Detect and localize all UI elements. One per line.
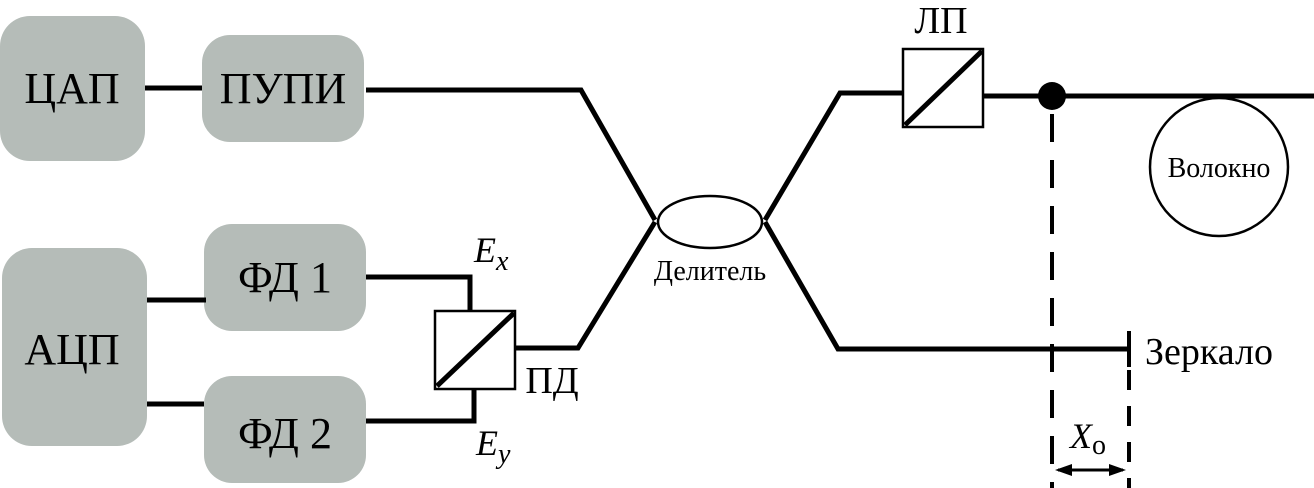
adc-block: АЦП (2, 248, 147, 446)
fiber-coil (1148, 96, 1290, 238)
x0-dimension-arrow (1055, 464, 1126, 476)
ey-fiber (366, 388, 477, 424)
x0-arrow-left-icon (1055, 464, 1072, 476)
linear-polarizer (901, 47, 985, 129)
adc-label: АЦП (24, 325, 119, 374)
polarization-splitter (433, 309, 517, 391)
ex-label: Ex (473, 230, 509, 277)
fiber-label: Волокно (1168, 153, 1271, 184)
polarization-splitter-label: ПД (525, 360, 578, 402)
adc-block-shape (2, 248, 147, 446)
dac-label: ЦАП (24, 64, 119, 113)
pupi-splitter-fiber (366, 87, 658, 222)
photodetector-2-shape (204, 376, 366, 483)
splitter-mirror-fiber (762, 220, 1127, 352)
reference-point-dot (1038, 82, 1066, 110)
pupi-block: ПУПИ (202, 35, 364, 142)
x0-arrow-right-icon (1109, 464, 1126, 476)
ey-label: Ey (475, 423, 511, 470)
splitter-polarizer-fiber (762, 90, 902, 222)
mirror-label: Зеркало (1145, 331, 1273, 373)
ex-fiber (366, 274, 473, 312)
photodetector-1-label: ФД 1 (238, 253, 332, 302)
dac-block-shape (0, 16, 145, 161)
dac-block: ЦАП (0, 16, 145, 161)
x0-label: Xо (1068, 416, 1106, 461)
splitter-coupler (656, 194, 764, 250)
photodetector-1-shape (204, 224, 366, 331)
splitter-label: Делитель (654, 256, 766, 287)
polarization-splitter-diagonal (435, 311, 516, 388)
photodetector-2-label: ФД 2 (238, 409, 332, 458)
linear-polarizer-label: ЛП (914, 0, 967, 42)
linear-polarizer-diagonal (903, 49, 984, 127)
splitter-polarization-splitter-fiber (515, 220, 658, 351)
pupi-label: ПУПИ (220, 64, 346, 113)
photodetector-2-block: ФД 2 (204, 376, 366, 483)
photodetector-1-block: ФД 1 (204, 224, 366, 331)
pupi-block-shape (202, 35, 364, 142)
